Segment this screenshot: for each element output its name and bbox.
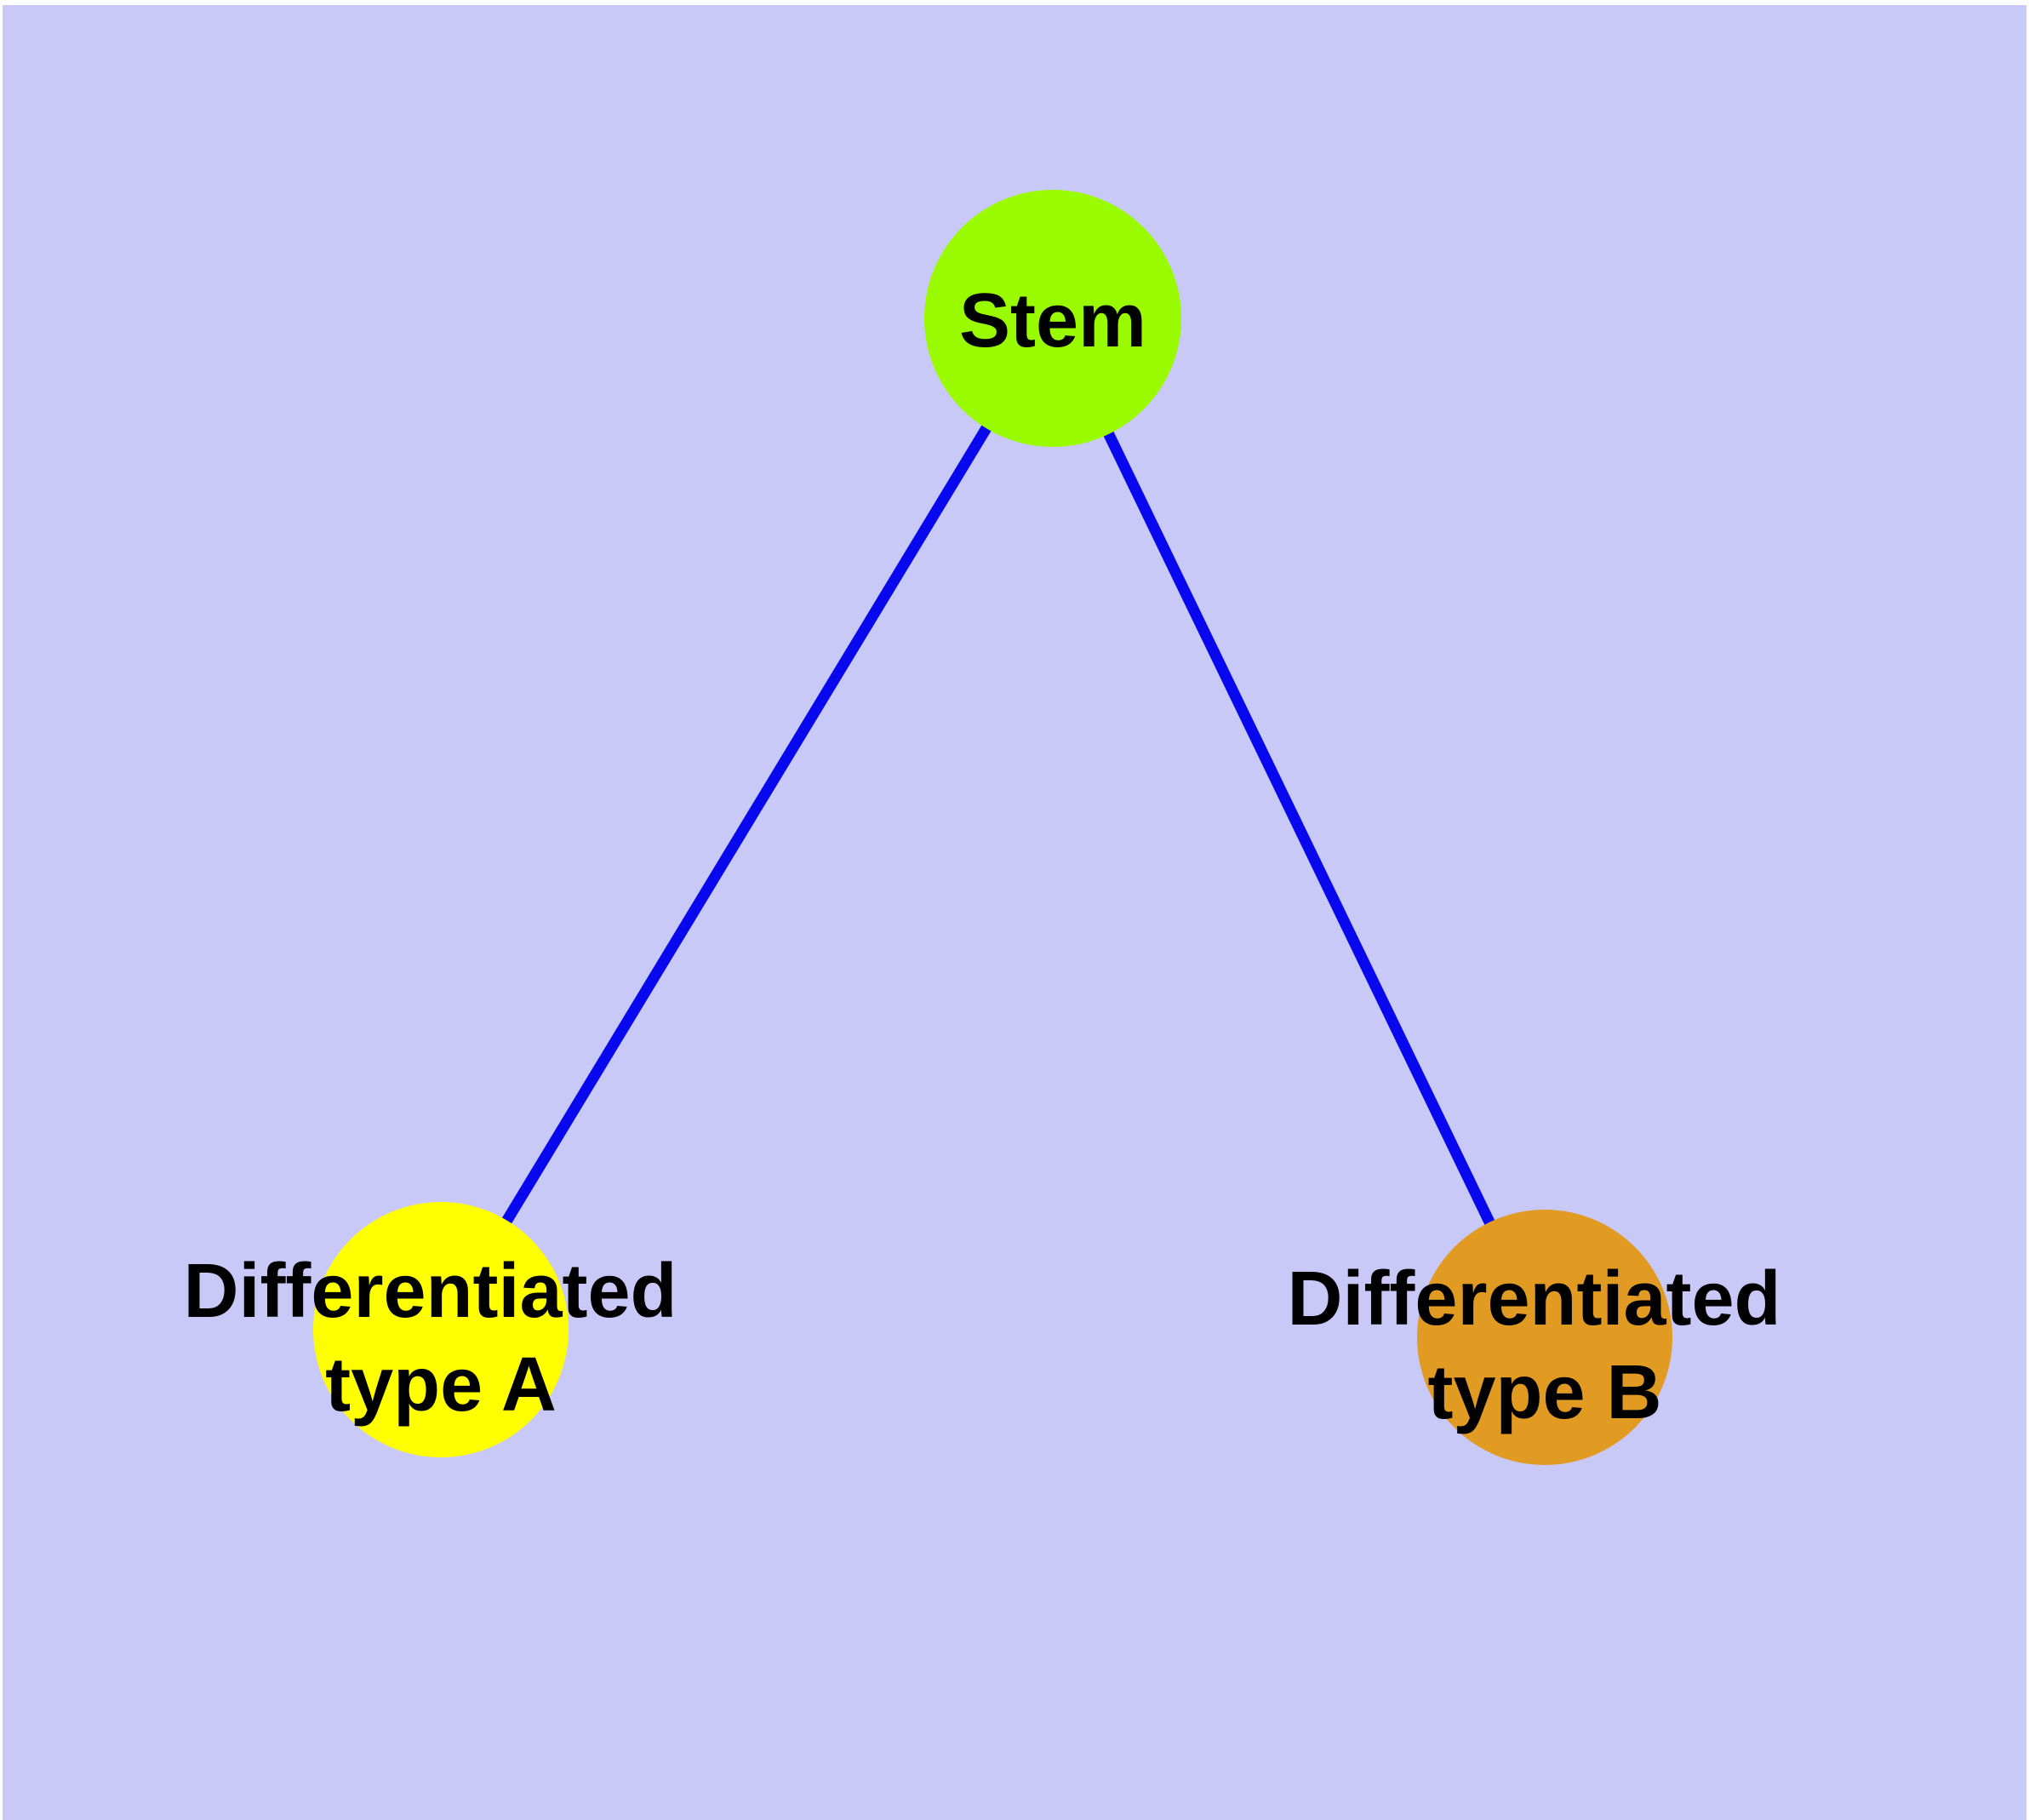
type-b-node-circle (1417, 1210, 1672, 1465)
edge-stem-to-type-a (436, 315, 1058, 1333)
type-a-label-line1: Differentiated (183, 1249, 677, 1334)
type-b-label-line1: Differentiated (1287, 1256, 1780, 1342)
type-b-label-line2: type B (1427, 1350, 1661, 1435)
type-a-node-label: Differentiated type A (183, 1249, 698, 1428)
edge-stem-to-type-b (1048, 316, 1550, 1339)
type-a-label-line2: type A (325, 1342, 557, 1428)
type-b-node-label: Differentiated type B (1287, 1256, 1802, 1435)
stem-node-circle (924, 190, 1181, 447)
type-a-node-circle (313, 1202, 569, 1457)
stem-node-label: Stem (959, 278, 1146, 363)
